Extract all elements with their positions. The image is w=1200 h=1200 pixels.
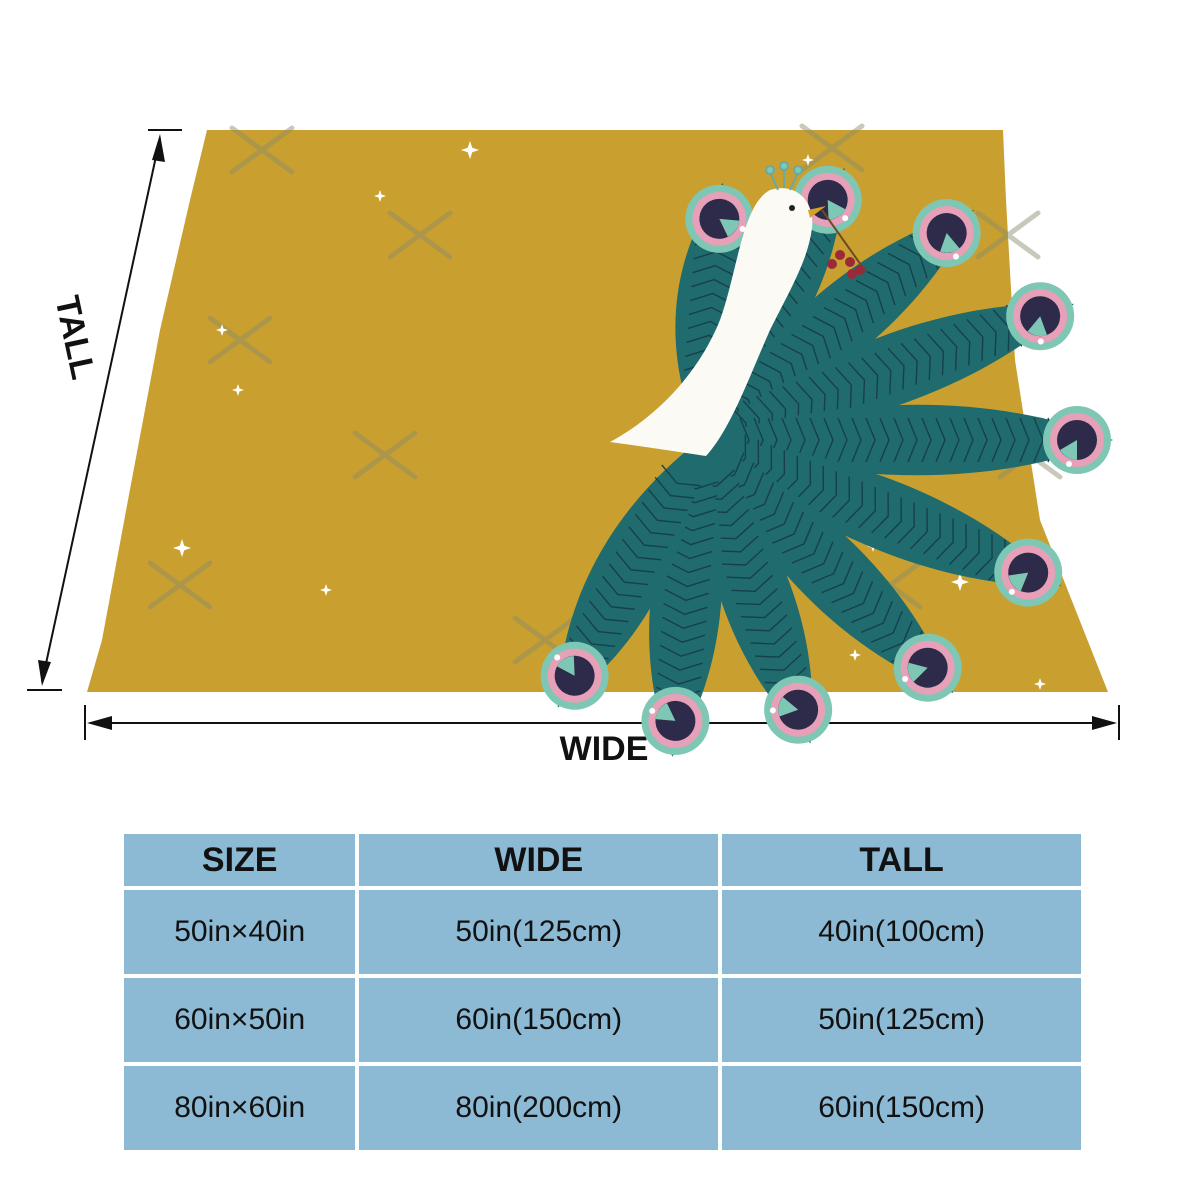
feather-eye-icon [912, 199, 981, 268]
sparkle-icon [232, 384, 244, 396]
berry-twig [821, 209, 867, 279]
cross-ornament [207, 315, 273, 365]
size-table: SIZE WIDE TALL 50in×40in 50in(125cm) 40i… [120, 830, 1085, 1154]
feather-eye-icon [1043, 406, 1111, 474]
peacock-body [610, 161, 826, 456]
blanket-figure: TALL WIDE [27, 123, 1120, 768]
sparkle-icon [1034, 678, 1046, 690]
cross-ornament [387, 210, 453, 260]
tail-feather [540, 440, 701, 710]
header-wide: WIDE [359, 834, 719, 886]
size-table-header-row: SIZE WIDE TALL [124, 834, 1081, 886]
cell-size: 60in×50in [124, 978, 356, 1062]
cell-size: 50in×40in [124, 890, 356, 974]
cell-tall: 50in(125cm) [722, 978, 1081, 1062]
feather-eye-icon [764, 675, 833, 744]
sparkle-icon [461, 141, 479, 159]
feather-eye-icon [641, 686, 710, 755]
table-row: 80in×60in 80in(200cm) 60in(150cm) [124, 1066, 1081, 1150]
cross-ornament [799, 123, 865, 173]
cross-ornament [229, 125, 295, 175]
sparkle-icon [849, 649, 861, 661]
cell-wide: 80in(200cm) [359, 1066, 719, 1150]
tail-feather [700, 440, 962, 702]
feather-eye-icon [994, 538, 1063, 607]
header-size: SIZE [124, 834, 356, 886]
peacock-crown [765, 161, 803, 191]
tail-feather [700, 199, 981, 440]
header-tall: TALL [722, 834, 1081, 886]
cell-tall: 60in(150cm) [722, 1066, 1081, 1150]
cross-ornament [975, 210, 1041, 260]
sparkle-icon [173, 539, 191, 557]
cell-size: 80in×60in [124, 1066, 356, 1150]
cell-wide: 60in(150cm) [359, 978, 719, 1062]
sparkle-icon [216, 324, 228, 336]
wide-dimension-arrow [84, 705, 1120, 740]
cell-wide: 50in(125cm) [359, 890, 719, 974]
sparkle-icon [951, 573, 969, 591]
tail-feather [700, 282, 1075, 448]
wide-label: WIDE [560, 730, 649, 768]
tall-label: TALL [47, 293, 102, 383]
feather-eye-icon [685, 184, 754, 253]
table-row: 50in×40in 50in(125cm) 40in(100cm) [124, 890, 1081, 974]
cross-ornament [147, 560, 213, 610]
feather-eye-icon [893, 633, 962, 702]
table-row: 60in×50in 60in(150cm) 50in(125cm) [124, 978, 1081, 1062]
tall-dimension-arrow [27, 129, 182, 691]
sparkle-icon [802, 154, 814, 166]
feather-eye-icon [540, 641, 609, 710]
cell-tall: 40in(100cm) [722, 890, 1081, 974]
sparkle-icon [374, 190, 386, 202]
sparkle-icon [320, 584, 332, 596]
cross-ornament [352, 430, 418, 480]
tail-feather [692, 440, 833, 744]
feather-eye-icon [1006, 282, 1075, 351]
